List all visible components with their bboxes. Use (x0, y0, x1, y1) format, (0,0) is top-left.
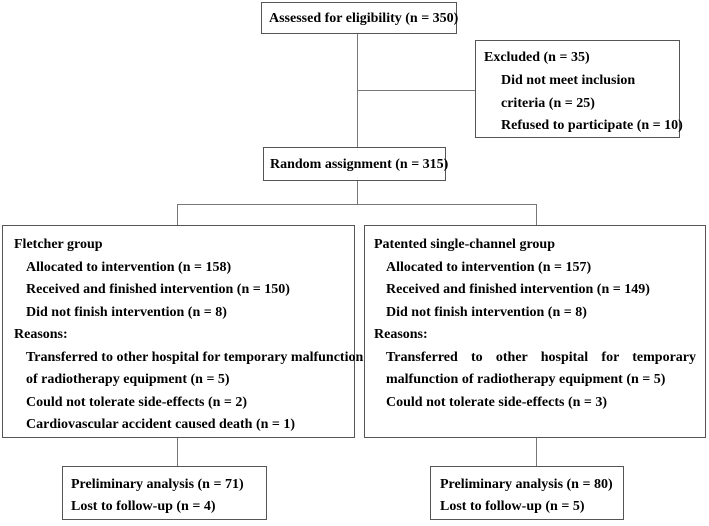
analysis-left-box: Preliminary analysis (n = 71) Lost to fo… (62, 466, 267, 520)
patented-reason-transfer-line1: Transferred to other hospital for tempor… (386, 350, 696, 365)
patented-received: Received and finished intervention (n = … (386, 282, 650, 297)
excluded-reason-inclusion-line2: criteria (n = 25) (501, 96, 595, 111)
fletcher-reason-transfer-line1: Transferred to other hospital for tempor… (26, 350, 364, 365)
fletcher-received: Received and finished intervention (n = … (26, 282, 290, 297)
patented-title: Patented single-channel group (374, 237, 555, 252)
fletcher-allocated: Allocated to intervention (n = 158) (26, 260, 232, 275)
excluded-reason-inclusion-line1: Did not meet inclusion (501, 73, 636, 88)
random-assignment-box: Random assignment (n = 315) (263, 147, 449, 181)
random-assignment-text: Random assignment (n = 315) (270, 157, 449, 172)
excluded-box: Excluded (n = 35) Did not meet inclusion… (475, 40, 683, 138)
excluded-reason-refused: Refused to participate (n = 10) (501, 118, 683, 133)
patented-reason-transfer-line2: malfunction of radiotherapy equipment (n… (386, 372, 666, 387)
excluded-title: Excluded (n = 35) (484, 50, 590, 65)
connector-to-fletcher (177, 204, 178, 225)
eligibility-box: Assessed for eligibility (n = 350) (261, 2, 459, 34)
analysis-right-preliminary: Preliminary analysis (n = 80) (440, 477, 613, 492)
fletcher-reason-death: Cardiovascular accident caused death (n … (26, 417, 296, 432)
patented-allocated: Allocated to intervention (n = 157) (386, 260, 592, 275)
fletcher-reason-side-effects: Could not tolerate side-effects (n = 2) (26, 395, 248, 410)
connector-fletcher-to-analysis (177, 438, 178, 466)
fletcher-reason-transfer-line2: of radiotherapy equipment (n = 5) (26, 372, 230, 387)
fletcher-group-box: Fletcher group Allocated to intervention… (2, 225, 363, 438)
fletcher-not-finished: Did not finish intervention (n = 8) (26, 305, 227, 320)
patented-reason-side-effects: Could not tolerate side-effects (n = 3) (386, 395, 608, 410)
connector-branch-horizontal (177, 204, 537, 205)
fletcher-title: Fletcher group (14, 237, 103, 252)
fletcher-reasons-label: Reasons: (14, 327, 68, 342)
connector-random-down (357, 181, 358, 205)
connector-to-excluded (357, 90, 475, 91)
patented-group-box: Patented single-channel group Allocated … (364, 225, 706, 438)
analysis-left-lost: Lost to follow-up (n = 4) (71, 499, 216, 514)
patented-not-finished: Did not finish intervention (n = 8) (386, 305, 587, 320)
analysis-right-lost: Lost to follow-up (n = 5) (440, 499, 585, 514)
eligibility-text: Assessed for eligibility (n = 350) (269, 11, 459, 26)
patented-reasons-label: Reasons: (374, 327, 428, 342)
connector-patented-to-analysis (536, 438, 537, 466)
analysis-right-box: Preliminary analysis (n = 80) Lost to fo… (430, 466, 624, 520)
analysis-left-preliminary: Preliminary analysis (n = 71) (71, 477, 244, 492)
connector-to-patented (536, 204, 537, 225)
